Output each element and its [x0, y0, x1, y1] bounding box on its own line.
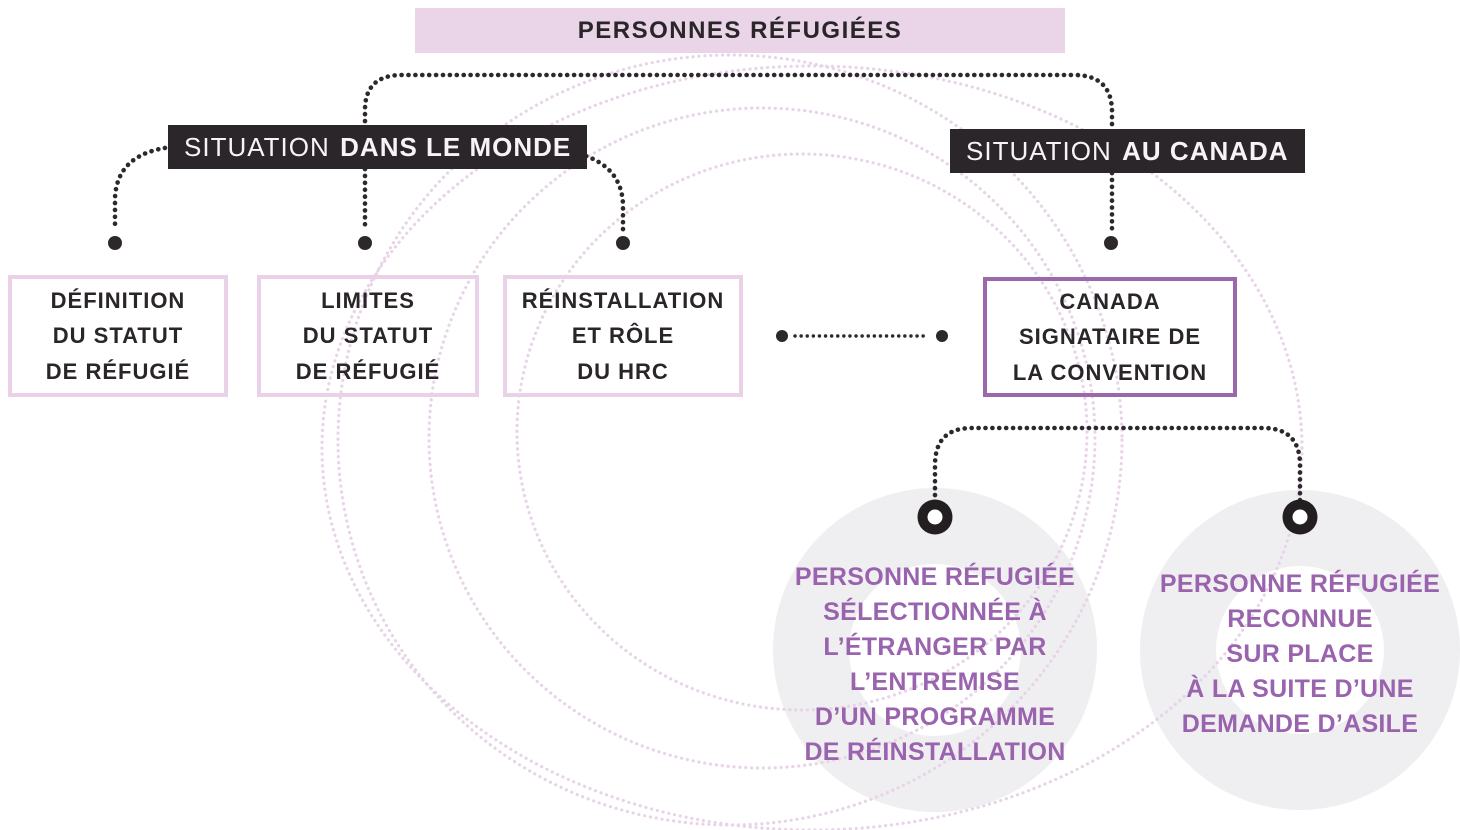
outcome-ring-right: [1140, 490, 1460, 810]
connector-wires: [108, 72, 1303, 505]
node-dot-limites: [358, 236, 372, 250]
dotted-ellipse-4: [320, 64, 1304, 830]
dotted-ellipse-1: [336, 53, 1124, 827]
connector-root-to-branches: [362, 72, 1115, 131]
branch-label-situation-canada: SITUATION AU CANADA: [950, 129, 1305, 173]
branch-prefix: SITUATION: [966, 135, 1112, 166]
connector-signataire-to-outcomes: [932, 425, 1303, 505]
branch-prefix: SITUATION: [184, 131, 330, 162]
topic-text: DÉFINITION DU STATUT DE RÉFUGIÉ: [45, 288, 191, 384]
branch-name: AU CANADA: [1122, 135, 1289, 166]
root-title: PERSONNES RÉFUGIÉES: [577, 16, 903, 44]
decorative-dotted-ellipses: [320, 53, 1304, 830]
topic-box-reinstallation-hrc: RÉINSTALLATION ET RÔLE DU HRC: [503, 275, 743, 397]
node-dot-definition: [108, 236, 122, 250]
branch-label-situation-monde: SITUATION DANS LE MONDE: [168, 125, 588, 169]
branch-name: DANS LE MONDE: [340, 131, 572, 162]
topic-text: LIMITES DU STATUT DE RÉFUGIÉ: [295, 288, 441, 384]
node-dot-reinstallation: [616, 236, 630, 250]
topic-box-canada-signataire: CANADA SIGNATAIRE DE LA CONVENTION: [983, 277, 1237, 397]
outcome-text-reconnue: PERSONNE RÉFUGIÉE RECONNUE SUR PLACE À L…: [1159, 570, 1441, 738]
topic-text: RÉINSTALLATION ET RÔLE DU HRC: [521, 288, 725, 384]
root-node-personnes-refugiees: PERSONNES RÉFUGIÉES: [415, 8, 1065, 53]
topic-box-definition-statut: DÉFINITION DU STATUT DE RÉFUGIÉ: [8, 275, 228, 397]
outcome-ring-left: [773, 488, 1097, 812]
link-dot-right: [936, 330, 948, 342]
dotted-ellipse-2: [427, 106, 1097, 770]
outcome-text-selectionnee: PERSONNE RÉFUGIÉE SÉLECTIONNÉE À L’ÉTRAN…: [794, 563, 1076, 766]
topic-text: CANADA SIGNATAIRE DE LA CONVENTION: [1012, 289, 1208, 385]
ring-pin-icon-right: [1282, 499, 1318, 535]
connector-world-to-definition: [112, 144, 175, 233]
node-dot-canada-signataire: [1104, 236, 1118, 250]
ring-pin-icon-left: [917, 499, 953, 535]
dotted-ellipse-3: [515, 152, 1089, 712]
topic-box-limites-statut: LIMITES DU STATUT DE RÉFUGIÉ: [257, 275, 479, 397]
link-dot-left: [776, 330, 788, 342]
